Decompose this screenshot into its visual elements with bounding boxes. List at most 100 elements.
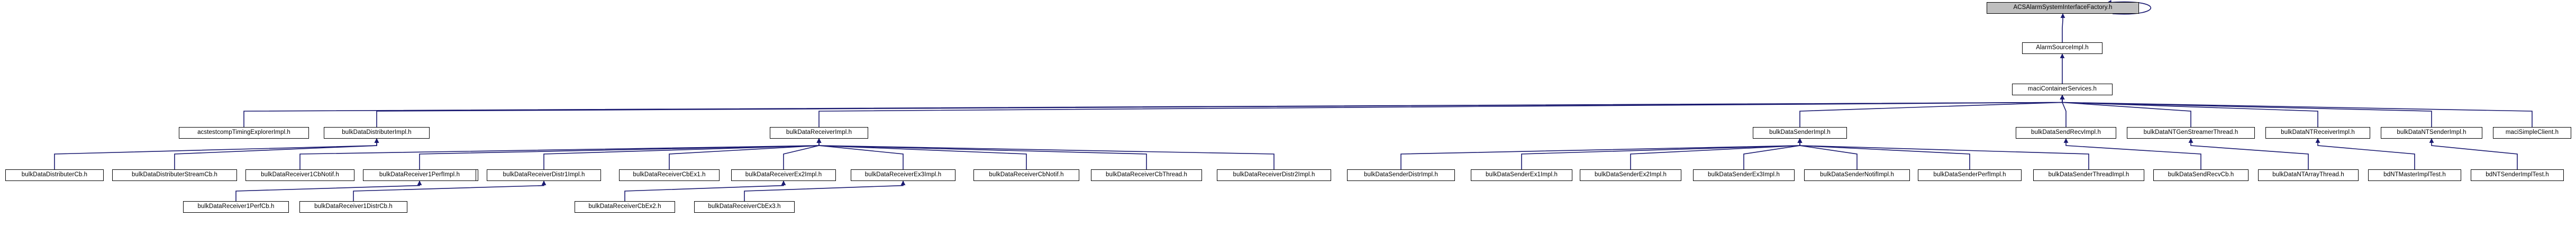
graph-node-n35[interactable]: bulkDataReceiver1PerfCb.h [183,201,289,213]
graph-node-n23[interactable]: bulkDataReceiverDistr2Impl.h [1217,169,1331,181]
graph-edge [624,180,786,201]
graph-edge [2060,95,2191,127]
graph-node-n29[interactable]: bulkDataSenderPerfImpl.h [1918,169,2022,181]
graph-node-n34[interactable]: bdNTSenderImplTest.h [2471,169,2564,181]
graph-node-n1[interactable]: AlarmSourceImpl.h [2022,42,2102,54]
graph-node-label: bulkDataReceiverCbEx1.h [633,171,706,178]
graph-node-n6[interactable]: bulkDataSenderImpl.h [1753,127,1847,139]
graph-node-n26[interactable]: bulkDataSenderEx2Impl.h [1580,169,1681,181]
graph-edge [744,180,906,201]
graph-node-label: bulkDataDistributerStreamCb.h [131,171,218,178]
graph-node-label: bulkDataSenderThreadImpl.h [2048,171,2129,178]
graph-node-n25[interactable]: bulkDataSenderEx1Impl.h [1471,169,1572,181]
graph-edge [1799,95,2065,127]
graph-edge [1797,138,1858,169]
graph-node-n20[interactable]: bulkDataReceiverEx3Impl.h [851,169,955,181]
graph-node-n38[interactable]: bulkDataReceiverCbEx3.h [694,201,795,213]
graph-node-label: bulkDataReceiverCbThread.h [1105,171,1188,178]
graph-edge [818,95,2065,127]
graph-node-n27[interactable]: bulkDataSenderEx3Impl.h [1693,169,1795,181]
graph-edge [1630,138,1803,169]
graph-node-n21[interactable]: bulkDataReceiverCbNotif.h [973,169,1079,181]
graph-node-n36[interactable]: bulkDataReceiver1DistrCb.h [299,201,407,213]
graph-edge [2060,95,2432,127]
graph-node-label: bulkDataReceiverCbNotif.h [989,171,1064,178]
graph-node-label: acstestcompTimingExplorerImpl.h [197,129,290,136]
graph-node-n9[interactable]: bulkDataNTReceiverImpl.h [2265,127,2370,139]
graph-node-label: bulkDataReceiverEx3Impl.h [864,171,942,178]
graph-node-n33[interactable]: bdNTMasterImplTest.h [2368,169,2461,181]
graph-edge [816,138,1027,169]
graph-edge [2429,138,2518,169]
graph-node-label: bulkDataReceiverEx2Impl.h [745,171,822,178]
graph-edge [2315,138,2415,169]
graph-edge [174,138,379,169]
graph-edge [353,180,547,201]
graph-node-label: maciContainerServices.h [2027,86,2097,93]
graph-node-n17[interactable]: bulkDataReceiverDistr1Impl.h [487,169,601,181]
graph-node-label: bulkDataSendRecvImpl.h [2031,129,2101,136]
graph-edge [54,138,379,169]
graph-edge [2060,95,2067,127]
graph-edge [1743,138,1803,169]
graph-node-label: bulkDataSenderEx3Impl.h [1708,171,1780,178]
graph-node-label: bulkDataDistributerCb.h [21,171,88,178]
graph-node-n16[interactable]: bulkDataReceiver1PerfImpl.h [363,169,476,181]
graph-node-label: bulkDataNTGenStreamerThread.h [2143,129,2238,136]
graph-edge [376,95,2065,127]
graph-node-n2[interactable]: maciContainerServices.h [2012,84,2113,95]
graph-node-label: bulkDataSenderEx2Impl.h [1595,171,1667,178]
graph-edge [1797,138,2089,169]
graph-node-label: bulkDataDistributerImpl.h [342,129,412,136]
graph-node-label: bulkDataReceiver1PerfCb.h [197,203,275,210]
graph-node-label: bulkDataSenderNotifImpl.h [1820,171,1894,178]
graph-node-label: bulkDataReceiverDistr1Impl.h [503,171,585,178]
graph-node-label: bulkDataReceiverCbEx3.h [708,203,781,210]
graph-edge [543,138,822,169]
graph-edge [669,138,822,169]
graph-node-n5[interactable]: bulkDataReceiverImpl.h [770,127,868,139]
graph-edge [816,138,904,169]
graph-edge [2060,13,2065,42]
graph-edge [816,138,1147,169]
graph-node-n8[interactable]: bulkDataNTGenStreamerThread.h [2127,127,2255,139]
graph-edge [299,138,822,169]
graph-edge [243,95,2065,127]
graph-node-label: bulkDataNTArrayThread.h [2272,171,2344,178]
graph-node-n0[interactable]: ACSAlarmSystemInterfaceFactory.h [1987,2,2139,14]
graph-node-label: bulkDataReceiver1DistrCb.h [314,203,393,210]
graph-edge [1400,138,1803,169]
graph-node-n18[interactable]: bulkDataReceiverCbEx1.h [619,169,720,181]
graph-node-n24[interactable]: bulkDataSenderDistrImpl.h [1347,169,1455,181]
graph-node-n30[interactable]: bulkDataSenderThreadImpl.h [2033,169,2144,181]
graph-node-n12[interactable]: bulkDataDistributerCb.h [5,169,104,181]
graph-node-n22[interactable]: bulkDataReceiverCbThread.h [1091,169,1202,181]
graph-node-n32[interactable]: bulkDataNTArrayThread.h [2258,169,2359,181]
graph-node-label: bulkDataReceiver1PerfImpl.h [379,171,460,178]
graph-node-n11[interactable]: maciSimpleClient.h [2493,127,2571,139]
graph-node-label: bulkDataSenderPerfImpl.h [1933,171,2006,178]
graph-node-n37[interactable]: bulkDataReceiverCbEx2.h [575,201,675,213]
graph-edge [816,138,1275,169]
graph-node-label: bulkDataReceiver1CbNotif.h [261,171,339,178]
graph-node-n4[interactable]: bulkDataDistributerImpl.h [324,127,430,139]
graph-node-n19[interactable]: bulkDataReceiverEx2Impl.h [731,169,836,181]
graph-edge [235,180,422,201]
graph-node-n13[interactable]: bulkDataDistributerStreamCb.h [112,169,237,181]
graph-node-label: bulkDataReceiverDistr2Impl.h [1233,171,1315,178]
graph-node-n7[interactable]: bulkDataSendRecvImpl.h [2016,127,2116,139]
graph-node-label: bdNTMasterImplTest.h [2383,171,2446,178]
graph-node-n10[interactable]: bulkDataNTSenderImpl.h [2381,127,2482,139]
graph-node-label: bulkDataSenderImpl.h [1769,129,1831,136]
graph-node-n28[interactable]: bulkDataSenderNotifImpl.h [1804,169,1910,181]
graph-node-label: bulkDataReceiverCbEx2.h [588,203,661,210]
graph-node-label: bulkDataSenderEx1Impl.h [1486,171,1558,178]
graph-edge [1521,138,1803,169]
graph-node-label: ACSAlarmSystemInterfaceFactory.h [2013,4,2113,11]
graph-node-n14[interactable]: bulkDataReceiver1CbNotif.h [245,169,354,181]
graph-node-n31[interactable]: bulkDataSendRecvCb.h [2153,169,2249,181]
graph-node-n3[interactable]: acstestcompTimingExplorerImpl.h [179,127,309,139]
graph-node-label: bulkDataSendRecvCb.h [2168,171,2234,178]
